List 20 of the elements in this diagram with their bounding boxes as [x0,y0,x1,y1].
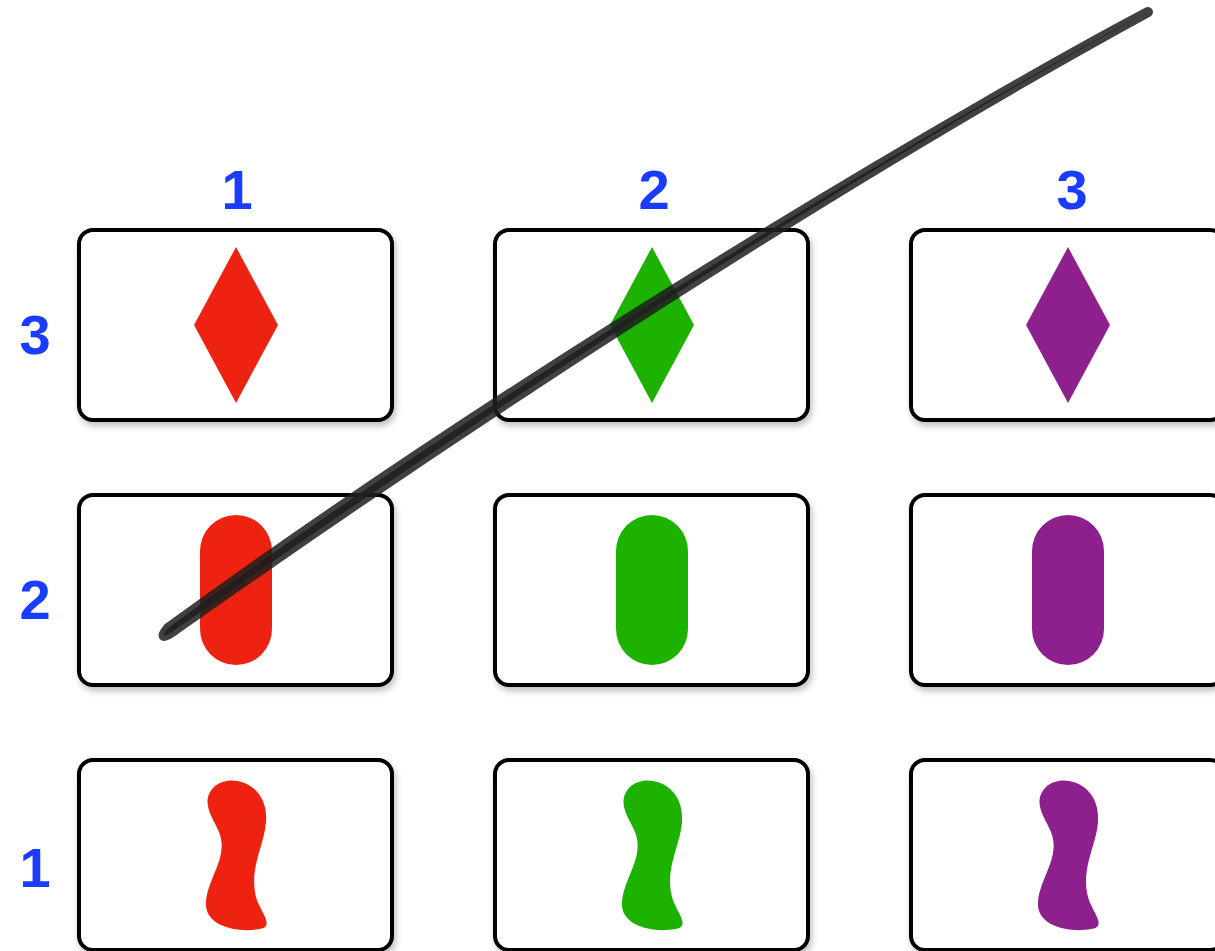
card [77,228,394,422]
card [493,493,810,687]
card [909,493,1215,687]
diamond-symbol [193,247,278,403]
row-number: 3 [18,307,52,363]
column-number: 2 [637,162,671,218]
card [77,493,394,687]
row-number: 1 [18,840,52,896]
card [493,758,810,951]
squiggle-symbol [1037,780,1099,931]
column-number: 3 [1055,162,1089,218]
squiggle-symbol [621,780,683,931]
squiggle-symbol [205,780,267,931]
card [909,228,1215,422]
diamond-symbol [1025,247,1110,403]
card [493,228,810,422]
row-number: 2 [18,572,52,628]
card [909,758,1215,951]
card [77,758,394,951]
column-number: 1 [220,162,254,218]
